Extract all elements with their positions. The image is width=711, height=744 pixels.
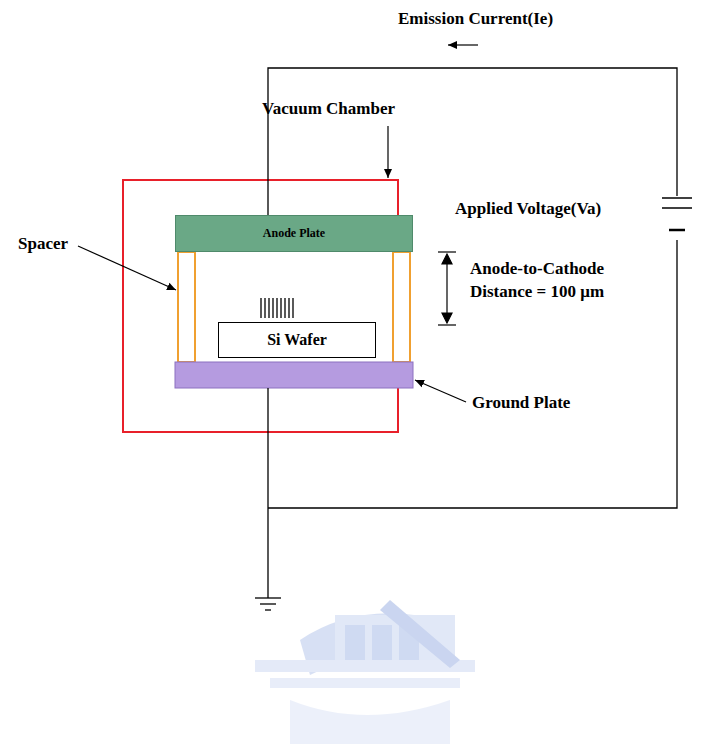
ground-symbol — [255, 598, 281, 610]
current-arrow — [448, 44, 478, 45]
distance-label: Anode-to-Cathode Distance = 100 μm — [470, 258, 635, 304]
emitter-array — [261, 298, 293, 318]
anode-plate: Anode Plate — [175, 215, 413, 252]
box-text: Si Wafer — [267, 331, 327, 349]
distance-dimension — [438, 252, 456, 325]
leader-arrow — [78, 246, 176, 290]
box-text: Anode Plate — [263, 226, 325, 241]
battery-symbol — [662, 198, 692, 230]
leader-arrow — [387, 126, 388, 178]
spacer-right — [393, 252, 410, 362]
chamber-label: Vacuum Chamber — [262, 98, 395, 121]
ground-plate — [175, 362, 413, 388]
watermark-logo — [255, 600, 475, 744]
spacer-label: Spacer — [18, 233, 68, 256]
current-label: Emission Current(Ie) — [398, 8, 553, 31]
si-wafer: Si Wafer — [218, 322, 376, 358]
spacer-left — [178, 252, 195, 362]
leader-arrow — [415, 380, 466, 402]
voltage-label: Applied Voltage(Va) — [455, 198, 601, 221]
ground-plate-label: Ground Plate — [472, 392, 570, 415]
